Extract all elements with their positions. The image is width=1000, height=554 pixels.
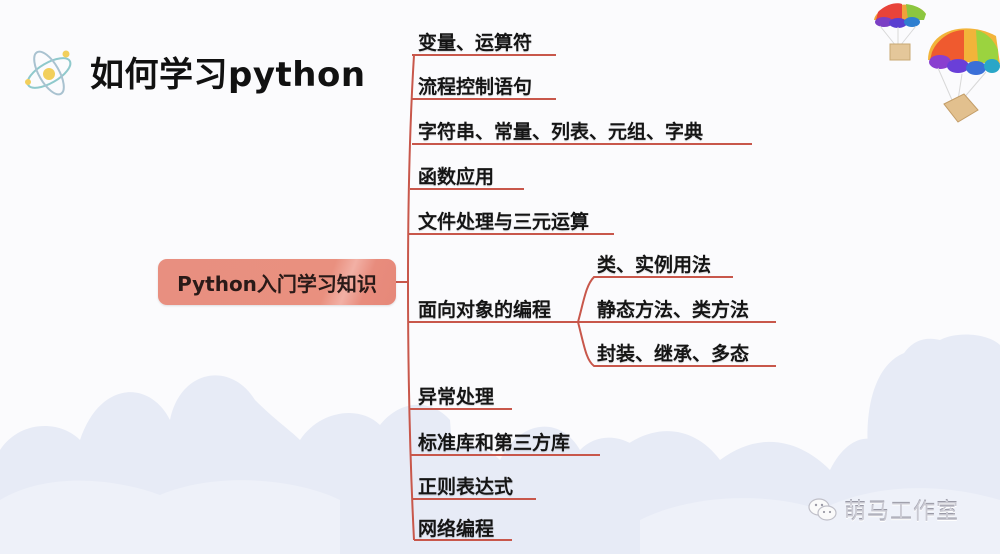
branch-node: 流程控制语句 [418,76,533,98]
branch-node: 异常处理 [418,386,495,408]
branch-node: 函数应用 [418,166,495,188]
branch-node: 标准库和第三方库 [418,432,571,454]
branch-node: 网络编程 [418,518,495,540]
sub-branch-node: 封装、继承、多态 [597,343,750,365]
slide-header: 如何学习python [22,44,366,98]
branch-node: 字符串、常量、列表、元组、字典 [418,121,704,143]
mindmap-root-node: Python入门学习知识 [158,259,396,305]
branch-node: 面向对象的编程 [418,299,552,321]
branch-node: 变量、运算符 [418,32,533,54]
branch-node: 正则表达式 [418,476,514,498]
wechat-icon [808,498,837,521]
watermark: 萌马工作室 [808,494,959,526]
slide-title: 如何学习python [90,54,366,95]
sub-branch-node: 静态方法、类方法 [597,299,750,321]
branch-node: 文件处理与三元运算 [418,211,590,233]
atom-icon [25,50,72,96]
parachute-box-icon [874,3,1000,123]
watermark-text: 萌马工作室 [844,500,960,525]
sub-branch-node: 类、实例用法 [597,254,712,276]
